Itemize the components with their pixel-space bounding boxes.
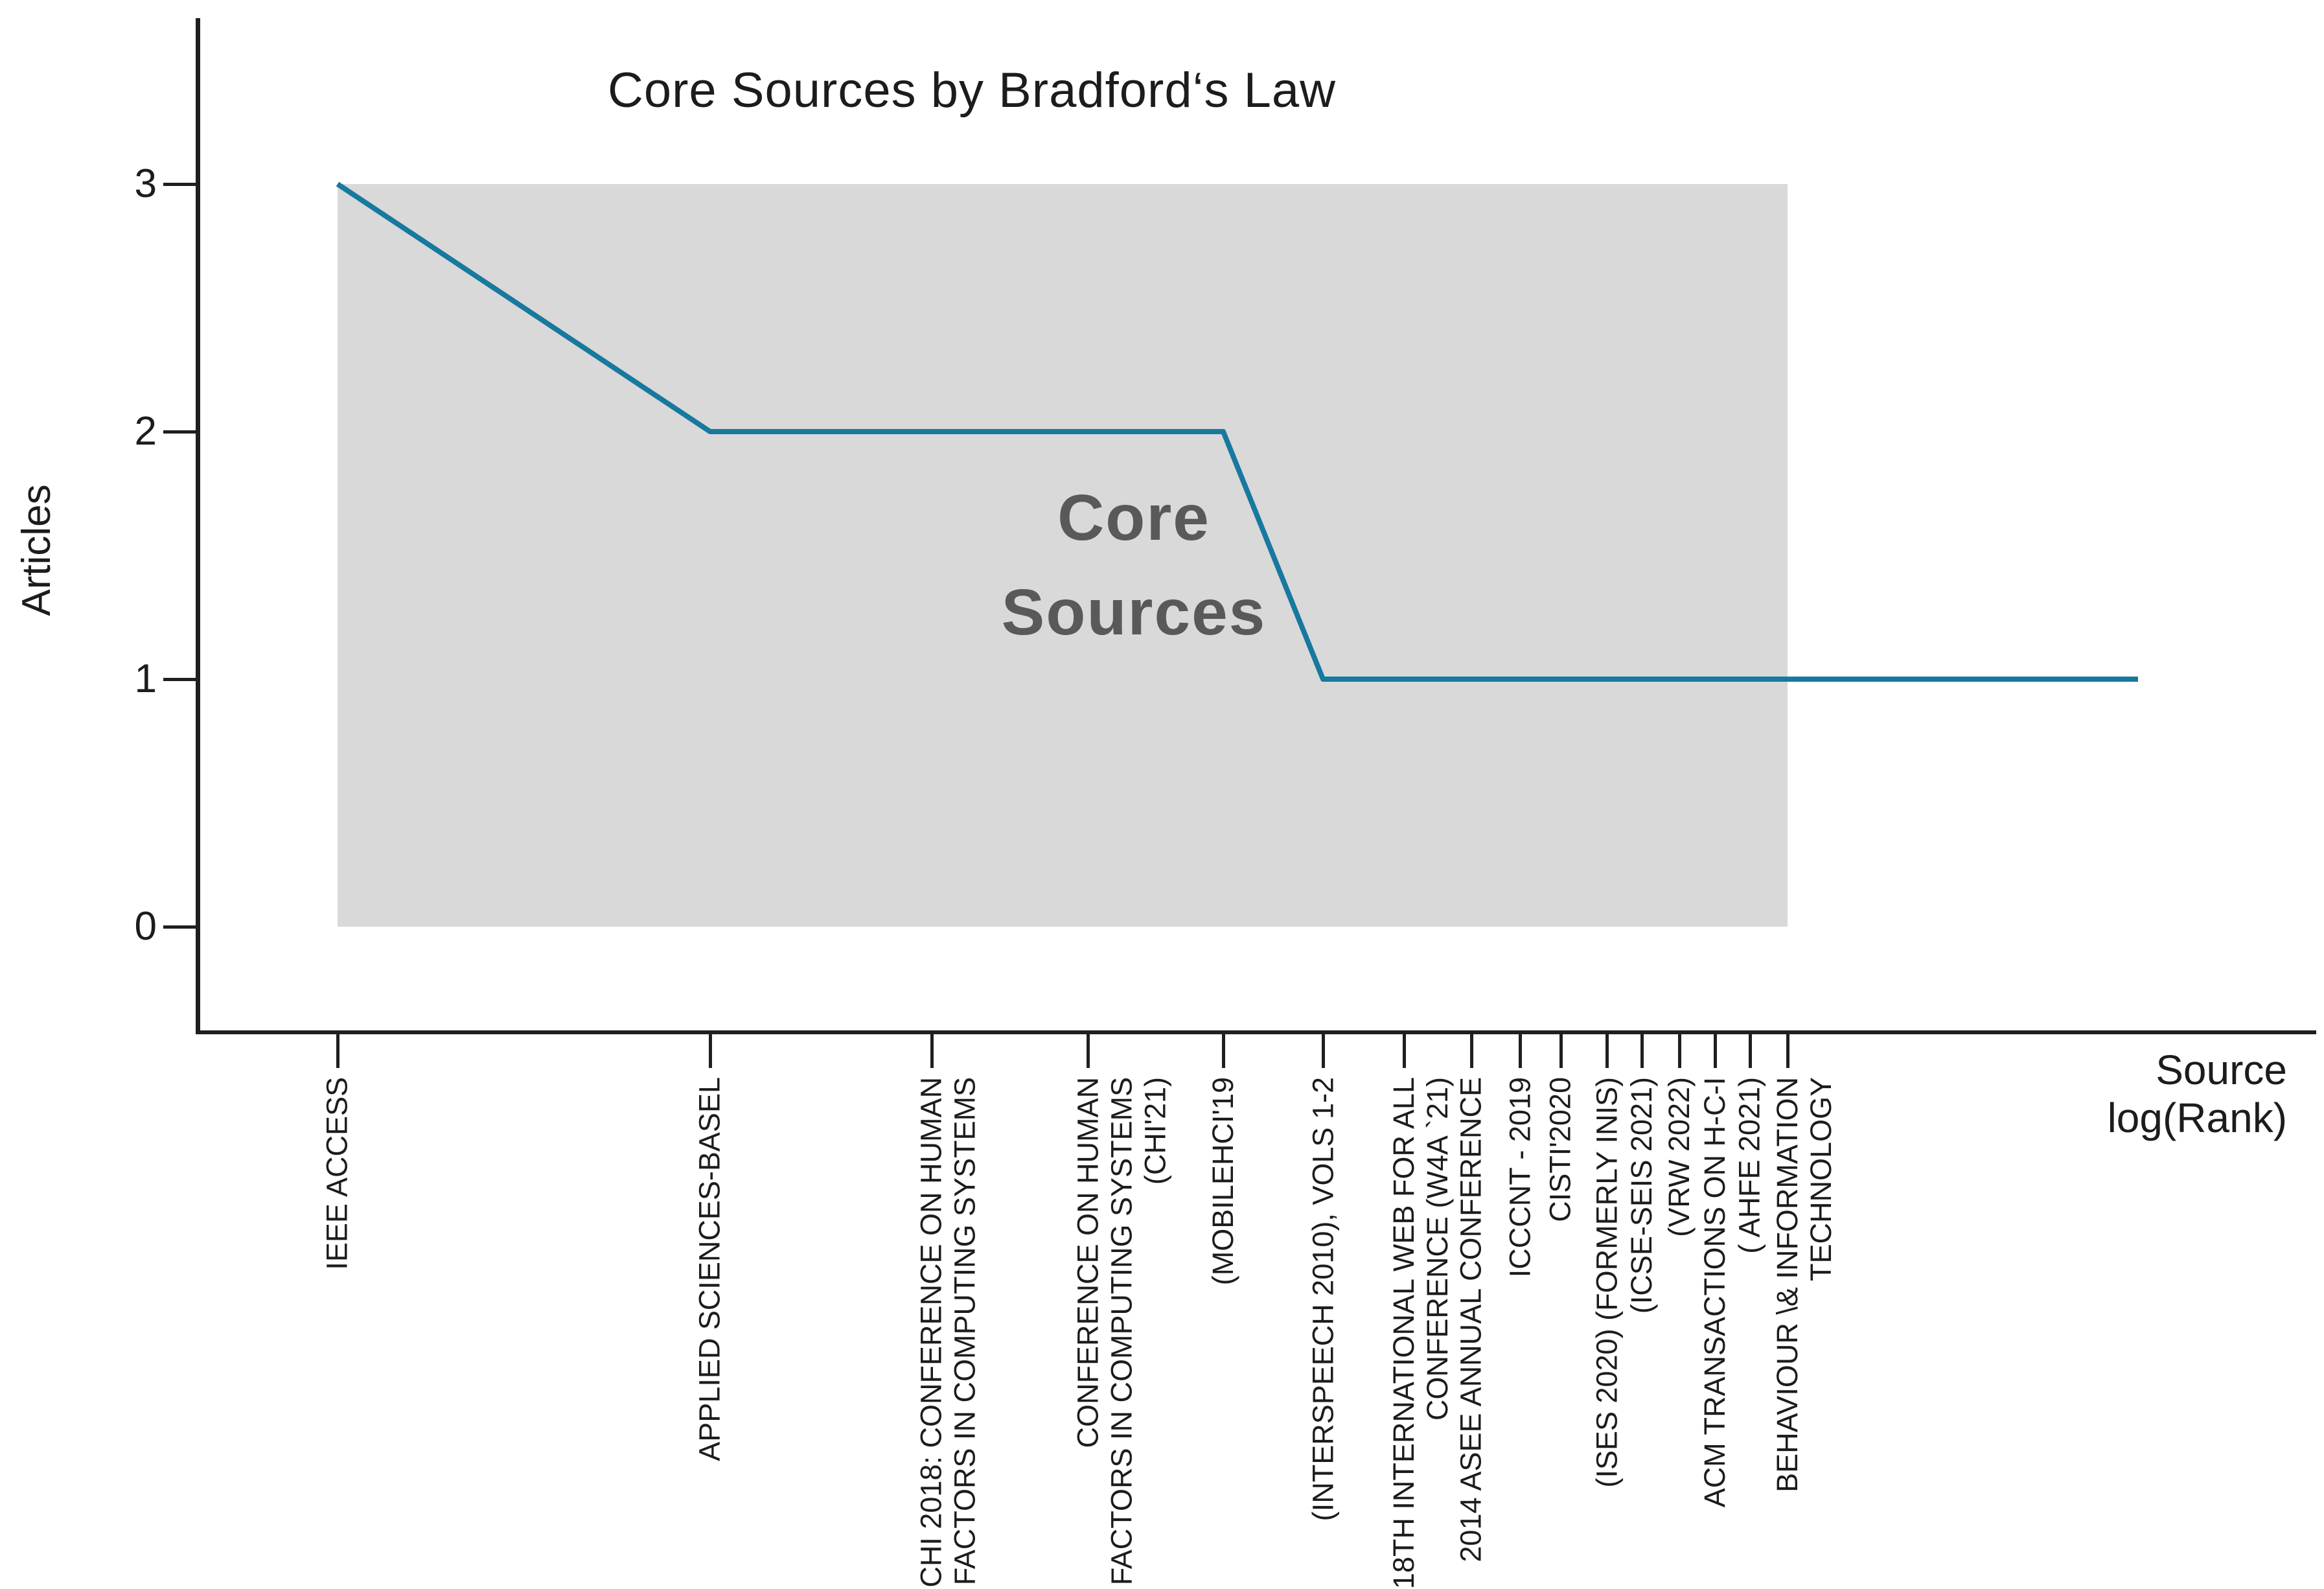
- x-tick-label: (INTERSPEECH 2010), VOLS 1-2: [1306, 1077, 1339, 1522]
- x-axis-tick: [1322, 1034, 1325, 1068]
- x-tick-label: CHI 2018: CONFERENCE ON HUMAN FACTORS IN…: [915, 1077, 982, 1588]
- x-axis-tick: [1403, 1034, 1406, 1068]
- x-tick-label: (VRW 2022): [1662, 1077, 1696, 1237]
- x-axis-tick: [1222, 1034, 1225, 1068]
- x-axis-line: [196, 1030, 2316, 1034]
- y-tick-label: 0: [134, 904, 157, 949]
- x-tick-label: CISTI'2020: [1544, 1077, 1577, 1222]
- x-axis-tick: [336, 1034, 339, 1068]
- x-tick-label: ACM TRANSACTIONS ON H-C-I: [1698, 1077, 1731, 1508]
- chart-title: Core Sources by Bradford‘s Law: [607, 63, 1337, 118]
- x-tick-label: ICCCNT - 2019: [1503, 1077, 1536, 1278]
- x-axis-tick: [1470, 1034, 1473, 1068]
- x-axis-tick: [1519, 1034, 1522, 1068]
- x-axis-tick: [709, 1034, 712, 1068]
- y-axis-tick: [163, 925, 196, 929]
- y-axis-line: [196, 18, 200, 1034]
- x-tick-label: 2014 ASEE ANNUAL CONFERENCE: [1455, 1077, 1488, 1562]
- x-axis-tick: [1087, 1034, 1090, 1068]
- x-axis-tick: [1786, 1034, 1789, 1068]
- core-sources-annotation-line2: Sources: [1001, 576, 1267, 649]
- x-tick-label: (MOBILEHCI'19: [1206, 1077, 1239, 1286]
- y-tick-label: 2: [134, 409, 157, 454]
- x-tick-label: IEEE ACCESS: [321, 1077, 354, 1270]
- x-axis-tick: [1749, 1034, 1752, 1068]
- bradford-source-line: [336, 181, 2138, 682]
- x-axis-tick: [1714, 1034, 1717, 1068]
- x-axis-tick: [1605, 1034, 1609, 1068]
- x-axis-tick: [1678, 1034, 1681, 1068]
- x-tick-label: (ISES 2020) (FORMERLY INIS): [1590, 1077, 1623, 1488]
- x-axis-tick: [1559, 1034, 1563, 1068]
- core-sources-shaded-region: [338, 184, 1788, 927]
- y-axis-tick: [163, 183, 196, 186]
- y-axis-tick: [163, 678, 196, 681]
- x-axis-tick: [1640, 1034, 1644, 1068]
- x-tick-label: (ICSE-SEIS 2021): [1625, 1077, 1658, 1314]
- y-axis-tick: [163, 430, 196, 434]
- x-axis-title: Source log(Rank): [2107, 1047, 2287, 1141]
- x-axis-tick: [930, 1034, 934, 1068]
- core-sources-annotation-line1: Core: [1057, 481, 1210, 554]
- y-tick-label: 3: [134, 161, 157, 206]
- x-tick-label: APPLIED SCIENCES-BASEL: [693, 1077, 726, 1461]
- x-tick-label: 18TH INTERNATIONAL WEB FOR ALL CONFERENC…: [1387, 1077, 1454, 1589]
- y-axis-title: Articles: [14, 484, 59, 616]
- x-tick-label: BEHAVIOUR \& INFORMATION TECHNOLOGY: [1771, 1077, 1837, 1492]
- x-tick-label: ( AHFE 2021): [1733, 1077, 1766, 1254]
- core-sources-annotation: Core Sources: [875, 470, 1393, 660]
- y-tick-label: 1: [134, 656, 157, 701]
- x-tick-label: CONFERENCE ON HUMAN FACTORS IN COMPUTING…: [1071, 1077, 1171, 1586]
